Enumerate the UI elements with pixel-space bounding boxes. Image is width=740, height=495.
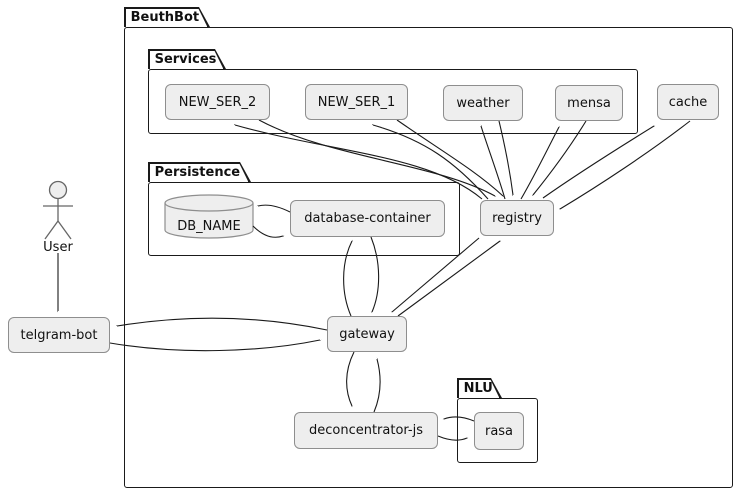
node-cache: cache <box>657 84 719 120</box>
node-cache-label: cache <box>668 94 708 110</box>
node-database-container-label: database-container <box>304 211 431 226</box>
node-mensa: mensa <box>555 85 623 121</box>
node-database-container: database-container <box>290 200 445 237</box>
user-label: User <box>43 240 73 255</box>
package-persistence-tab: Persistence <box>148 162 251 182</box>
package-nlu-title: NLU <box>463 381 493 397</box>
node-gateway-label: gateway <box>339 326 395 342</box>
node-registry-label: registry <box>492 210 542 226</box>
user-actor-icon <box>43 180 73 240</box>
node-telegram-bot: telgram-bot <box>8 317 110 353</box>
node-new-ser-2-label: NEW_SER_2 <box>178 94 257 110</box>
node-weather: weather <box>443 85 523 121</box>
db-name-label: DB_NAME <box>177 219 241 234</box>
package-beuthbot-title: BeuthBot <box>130 10 200 26</box>
node-registry: registry <box>480 200 554 236</box>
node-weather-label: weather <box>456 95 510 111</box>
package-services-title: Services <box>154 52 217 68</box>
node-new-ser-1: NEW_SER_1 <box>305 84 408 120</box>
node-deconcentrator-js: deconcentrator-js <box>294 412 438 449</box>
package-nlu <box>457 398 538 463</box>
node-mensa-label: mensa <box>567 95 611 111</box>
node-deconcentrator-js-label: deconcentrator-js <box>308 423 424 438</box>
package-nlu-tab: NLU <box>457 378 502 398</box>
package-beuthbot <box>124 27 733 488</box>
node-new-ser-1-label: NEW_SER_1 <box>317 94 396 110</box>
node-new-ser-2: NEW_SER_2 <box>165 84 270 120</box>
package-beuthbot-tab: BeuthBot <box>124 7 210 27</box>
package-services-tab: Services <box>148 49 226 69</box>
node-rasa: rasa <box>474 412 524 450</box>
node-rasa-label: rasa <box>484 423 514 439</box>
package-persistence-title: Persistence <box>154 165 241 181</box>
node-gateway: gateway <box>327 316 407 352</box>
node-telegram-bot-label: telgram-bot <box>20 327 98 343</box>
